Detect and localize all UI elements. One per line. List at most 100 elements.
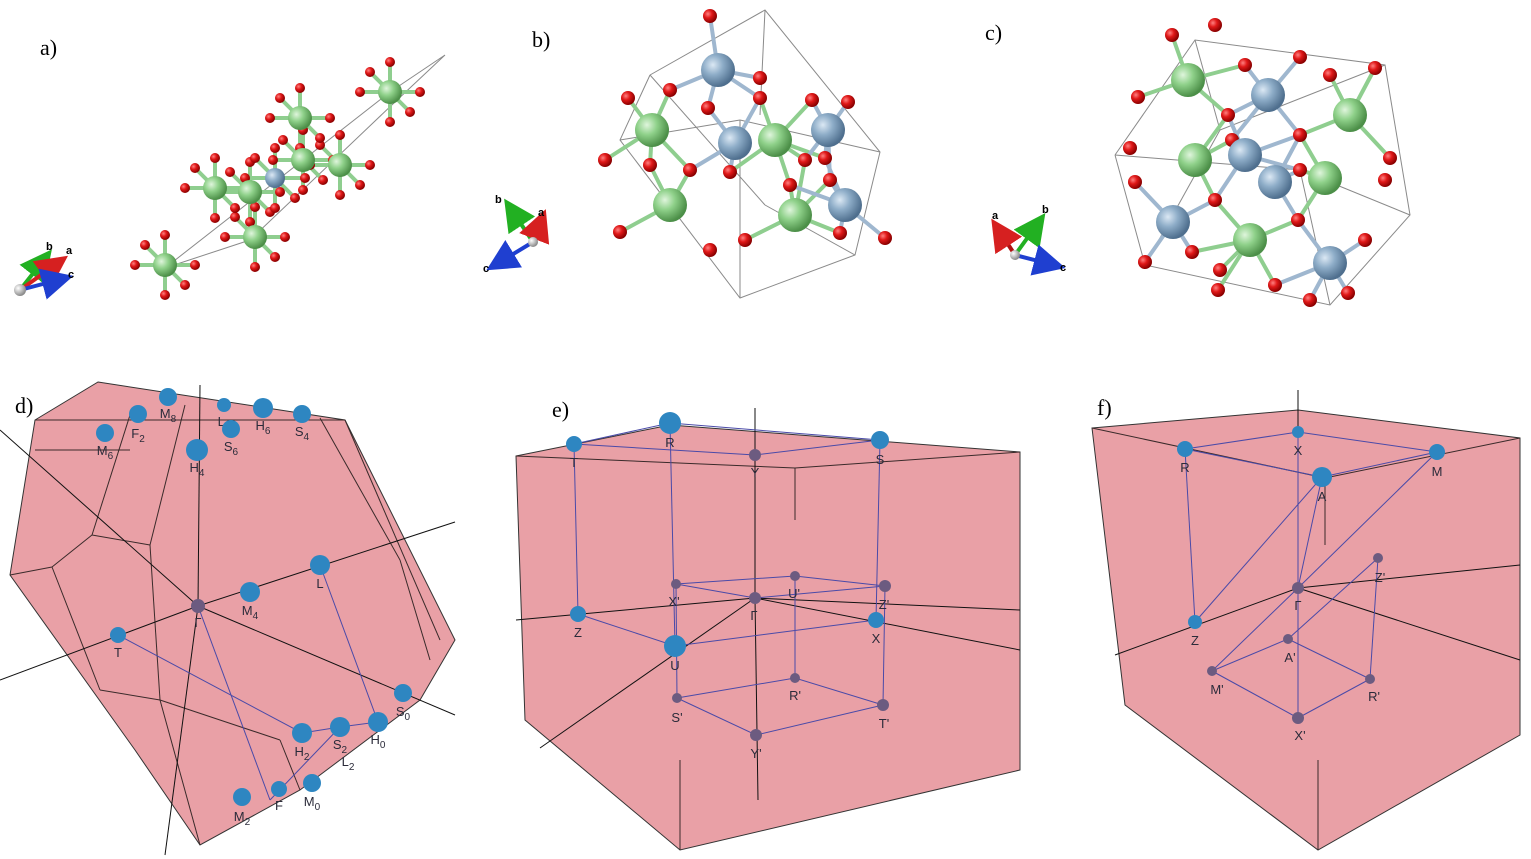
- oxygen-atom: [1208, 193, 1222, 207]
- oxygen-atom: [723, 165, 737, 179]
- oxygen-atom: [250, 153, 260, 163]
- kpoint-label: Z: [574, 625, 582, 640]
- crystal-structure-c: [1123, 18, 1397, 307]
- oxygen-atom: [290, 193, 300, 203]
- oxygen-atom: [300, 173, 310, 183]
- kpoint-marker: [1365, 674, 1375, 684]
- oxygen-atom: [270, 252, 280, 262]
- kpoint-label: Γ: [194, 615, 201, 630]
- oxygen-atom: [315, 133, 325, 143]
- oxygen-atom: [295, 83, 305, 93]
- oxygen-atom: [315, 140, 325, 150]
- kpoint-marker: [672, 693, 682, 703]
- green-atom: [1233, 223, 1267, 257]
- panel-d: d) M8L4H6S4F2M6S6H4LM4ΓTS0H2S2L2H0M2FM0: [0, 381, 456, 856]
- oxygen-atom: [130, 260, 140, 270]
- kpoint-marker: [1283, 634, 1293, 644]
- oxygen-atom: [1138, 255, 1152, 269]
- kpoint-label: M: [1432, 464, 1443, 479]
- blue-atom: [718, 126, 752, 160]
- oxygen-atom: [1131, 90, 1145, 104]
- oxygen-atom: [270, 203, 280, 213]
- kpoint-label: S6: [224, 439, 239, 458]
- kpoint-marker: [750, 729, 762, 741]
- oxygen-atom: [833, 226, 847, 240]
- oxygen-atom: [1211, 283, 1225, 297]
- crystal-structure-a: [130, 57, 425, 300]
- kpoint-marker: [790, 571, 800, 581]
- kpoint-label: L: [316, 576, 323, 591]
- axis-b-label: b: [495, 194, 502, 206]
- kpoint-marker: [129, 405, 147, 423]
- blue-atom: [1228, 138, 1262, 172]
- oxygen-atom: [318, 175, 328, 185]
- kpoint-marker: [868, 612, 884, 628]
- green-atom: [288, 106, 312, 130]
- green-atom: [635, 113, 669, 147]
- kpoint-label: R': [1368, 689, 1380, 704]
- oxygen-atom: [1378, 173, 1392, 187]
- oxygen-atom: [335, 190, 345, 200]
- oxygen-atom: [1323, 68, 1337, 82]
- kpoint-marker: [1292, 426, 1304, 438]
- kpoint-marker: [749, 592, 761, 604]
- oxygen-atom: [1293, 50, 1307, 64]
- kpoint-label: A': [1284, 650, 1295, 665]
- oxygen-atom: [613, 225, 627, 239]
- kpoint-label: T: [570, 455, 578, 470]
- kpoint-marker: [671, 579, 681, 589]
- green-atom: [243, 225, 267, 249]
- oxygen-atom: [1238, 58, 1252, 72]
- green-atom: [238, 180, 262, 204]
- kpoint-marker: [570, 606, 586, 622]
- kpoint-marker: [1207, 666, 1217, 676]
- kpoint-label: Z: [1191, 633, 1199, 648]
- oxygen-atom: [1383, 151, 1397, 165]
- kpoint-label: R: [1180, 460, 1189, 475]
- oxygen-atom: [703, 9, 717, 23]
- kpoint-label: A: [1318, 489, 1327, 504]
- oxygen-atom: [268, 155, 278, 165]
- brillouin-zone-f: [1091, 409, 1521, 851]
- green-atom: [778, 198, 812, 232]
- kpoint-label: H6: [256, 418, 271, 437]
- oxygen-atom: [385, 57, 395, 67]
- oxygen-atom: [270, 143, 280, 153]
- blue-atom: [265, 168, 285, 188]
- oxygen-atom: [275, 187, 285, 197]
- kpoint-label: T': [879, 716, 889, 731]
- kpoint-marker: [1292, 712, 1304, 724]
- kpoint-marker: [394, 684, 412, 702]
- oxygen-atom: [250, 202, 260, 212]
- kpoint-label: M6: [97, 443, 114, 462]
- kpoint-marker: [96, 424, 114, 442]
- oxygen-atom: [230, 203, 240, 213]
- oxygen-atom: [160, 230, 170, 240]
- green-atom: [1308, 161, 1342, 195]
- oxygen-atom: [355, 87, 365, 97]
- kpoint-label: Y: [751, 465, 760, 480]
- kpoint-label: F: [275, 798, 283, 813]
- crystal-structure-b: [598, 9, 892, 257]
- kpoint-label: X': [1294, 728, 1305, 743]
- oxygen-atom: [325, 113, 335, 123]
- panel-b: b) b a c: [483, 9, 892, 299]
- oxygen-atom: [753, 91, 767, 105]
- oxygen-atom: [365, 67, 375, 77]
- kpoint-label: S': [671, 710, 682, 725]
- green-atom: [203, 176, 227, 200]
- kpoint-label: M8: [160, 406, 177, 425]
- bz-edges-e: [515, 451, 1021, 850]
- kpoint-marker: [879, 580, 891, 592]
- brillouin-zone-e: [515, 424, 1021, 851]
- blue-atom: [1258, 165, 1292, 199]
- kpoint-marker: [253, 398, 273, 418]
- bz-edges-f: [1091, 427, 1521, 850]
- kpoint-marker: [790, 673, 800, 683]
- panel-a: a) b a c: [14, 35, 446, 300]
- kpoint-label: S4: [295, 424, 310, 443]
- oxygen-atom: [355, 180, 365, 190]
- oxygen-atom: [275, 93, 285, 103]
- green-atom: [1333, 98, 1367, 132]
